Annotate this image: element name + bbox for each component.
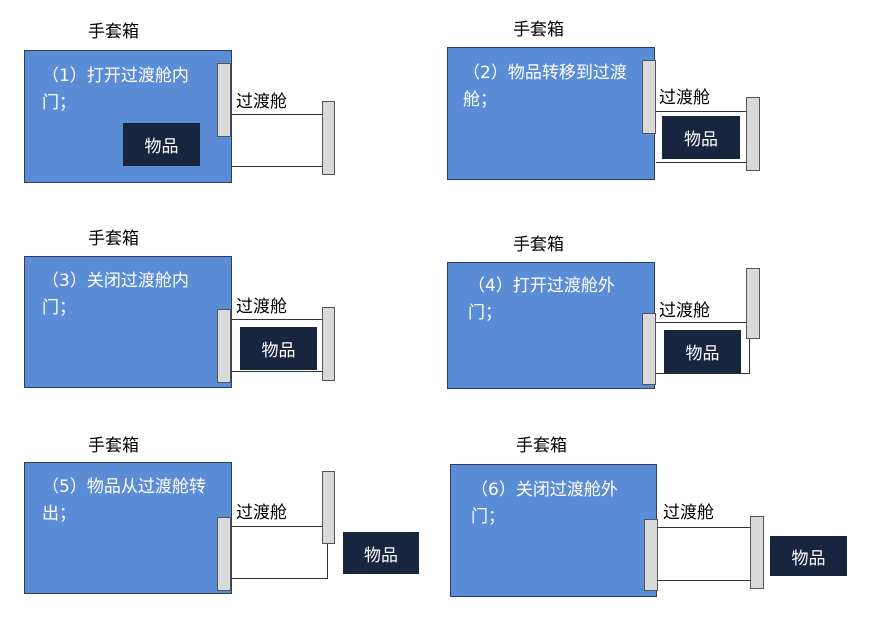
glovebox-title: 手套箱 bbox=[516, 436, 567, 456]
inner-door bbox=[217, 517, 231, 591]
chamber-label: 过渡舱 bbox=[236, 503, 287, 523]
outer-door bbox=[746, 268, 760, 339]
step-description: （1）打开过渡舱内门； bbox=[42, 66, 189, 113]
chamber-bottom-wall bbox=[656, 373, 750, 374]
chamber-top-wall bbox=[232, 526, 323, 527]
chamber-bottom-wall bbox=[232, 578, 328, 579]
glovebox-title: 手套箱 bbox=[88, 436, 139, 456]
chamber-top-wall bbox=[232, 114, 323, 115]
chamber-bottom-wall bbox=[658, 580, 751, 581]
step-description: （6）关闭过渡舱外门； bbox=[471, 480, 618, 527]
glovebox bbox=[24, 462, 232, 594]
chamber-label: 过渡舱 bbox=[659, 301, 710, 321]
glovebox-title: 手套箱 bbox=[88, 229, 139, 249]
step-description: （5）物品从过渡舱转出； bbox=[42, 477, 206, 524]
glovebox-title: 手套箱 bbox=[513, 20, 564, 40]
step-description: （4）打开过渡舱外门； bbox=[468, 276, 615, 323]
chamber-label: 过渡舱 bbox=[236, 297, 287, 317]
item-box: 物品 bbox=[770, 536, 847, 576]
glovebox bbox=[447, 262, 655, 389]
chamber-label: 过渡舱 bbox=[663, 503, 714, 523]
chamber-end-wall bbox=[327, 543, 328, 579]
chamber-label: 过渡舱 bbox=[236, 92, 287, 112]
chamber-end-wall bbox=[749, 338, 750, 374]
inner-door bbox=[642, 60, 656, 134]
glovebox bbox=[447, 47, 655, 180]
chamber-top-wall bbox=[232, 319, 323, 320]
item-box: 物品 bbox=[343, 532, 419, 574]
chamber-top-wall bbox=[656, 111, 747, 112]
chamber-bottom-wall bbox=[656, 162, 747, 163]
glovebox-title: 手套箱 bbox=[88, 22, 139, 42]
inner-door bbox=[642, 313, 656, 385]
outer-door bbox=[322, 101, 335, 175]
glovebox bbox=[24, 256, 232, 388]
chamber-top-wall bbox=[658, 527, 751, 528]
chamber-bottom-wall bbox=[232, 166, 323, 167]
step-description: （3）关闭过渡舱内门； bbox=[42, 271, 189, 318]
item-box: 物品 bbox=[662, 116, 740, 159]
inner-door bbox=[644, 519, 658, 591]
glovebox-title: 手套箱 bbox=[513, 235, 564, 255]
chamber-top-wall bbox=[656, 322, 748, 323]
outer-door bbox=[750, 516, 764, 589]
step-description: （2）物品转移到过渡舱； bbox=[463, 63, 627, 110]
item-box: 物品 bbox=[123, 123, 200, 166]
item-box: 物品 bbox=[240, 327, 317, 370]
outer-door bbox=[322, 307, 335, 381]
chamber-label: 过渡舱 bbox=[659, 88, 710, 108]
outer-door bbox=[322, 471, 335, 544]
outer-door bbox=[746, 97, 760, 171]
inner-door bbox=[217, 309, 231, 383]
item-box: 物品 bbox=[664, 330, 741, 373]
glovebox bbox=[450, 464, 657, 597]
chamber-bottom-wall bbox=[232, 371, 323, 372]
inner-door bbox=[217, 63, 231, 137]
